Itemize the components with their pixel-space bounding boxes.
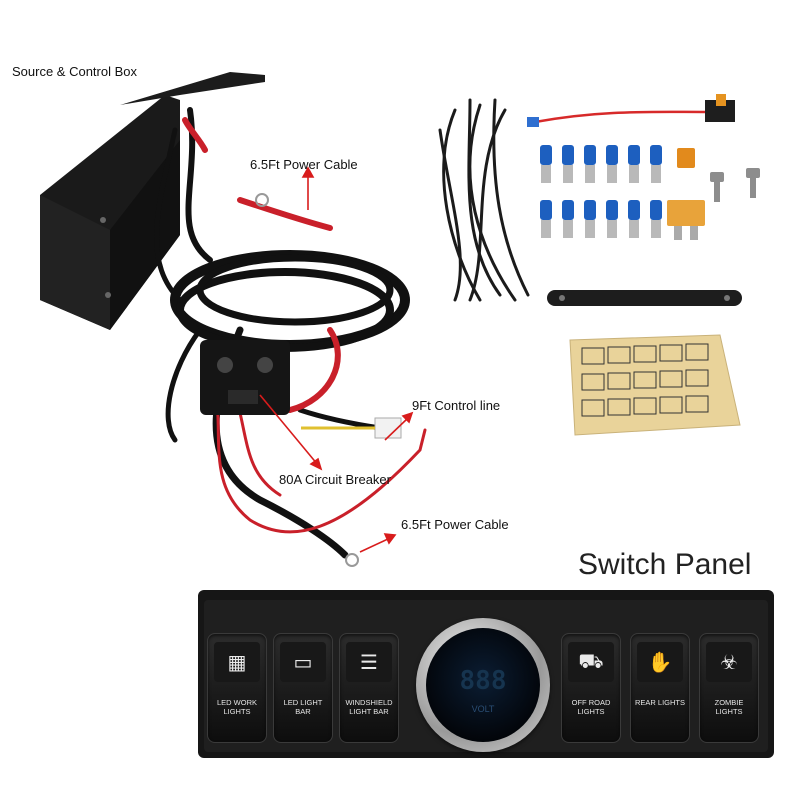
circuit-breaker — [200, 340, 290, 415]
rocker-switch-zombie-lights[interactable]: ☣ ZOMBIE LIGHTS — [699, 633, 759, 743]
control-line-connector — [301, 417, 402, 439]
gauge-face: 888 VOLT — [426, 628, 540, 742]
icon-sticker-sheet — [569, 334, 741, 436]
switch-label: LED WORK LIGHTS — [216, 698, 257, 716]
mounting-bracket — [547, 290, 742, 306]
rocker-switch-off-road-lights[interactable]: ⛟ OFF ROAD LIGHTS — [561, 633, 621, 743]
work-light-icon: ▦ — [227, 650, 247, 674]
wiring-harness — [154, 107, 410, 559]
volt-gauge: 888 VOLT — [416, 618, 550, 752]
biohazard-icon: ☣ — [720, 650, 738, 674]
fuses — [667, 148, 705, 240]
control-line-label: 9Ft Control line — [412, 398, 501, 413]
circuit-breaker-label: 80A Circuit Breaker — [279, 472, 391, 487]
switch-label: LED LIGHT BAR — [283, 698, 323, 716]
rocker-switch-rear-lights[interactable]: ✋ REAR LIGHTS — [630, 633, 690, 743]
zip-ties — [438, 98, 530, 302]
rocker-switch-led-work-lights[interactable]: ▦ LED WORK LIGHTS — [207, 633, 267, 743]
bolts — [710, 168, 760, 202]
source-control-box-label: Source & Control Box — [12, 64, 138, 79]
gauge-unit: VOLT — [471, 704, 495, 714]
switch-label: REAR LIGHTS — [634, 698, 685, 707]
rocker-switch-led-light-bar[interactable]: ▭ LED LIGHT BAR — [273, 633, 333, 743]
switch-label: WINDSHIELD LIGHT BAR — [345, 698, 393, 716]
switch-label: ZOMBIE LIGHTS — [714, 698, 744, 716]
light-bar-icon: ▭ — [293, 650, 313, 674]
callout-arrows — [259, 166, 414, 553]
control-box — [40, 72, 265, 330]
windshield-icon: ☰ — [360, 650, 378, 674]
hand-icon: ✋ — [647, 650, 673, 674]
switch-panel-title: Switch Panel — [578, 548, 752, 581]
switch-label: OFF ROAD LIGHTS — [571, 698, 611, 716]
off-road-icon: ⛟ — [578, 648, 604, 673]
power-cable-top-label: 6.5Ft Power Cable — [250, 157, 358, 172]
rocker-switch-windshield-light-bar[interactable]: ☰ WINDSHIELD LIGHT BAR — [339, 633, 399, 743]
fork-terminals — [540, 145, 662, 238]
fuse-tap — [527, 94, 735, 127]
gauge-digits: 888 — [459, 666, 507, 696]
power-cable-bottom-label: 6.5Ft Power Cable — [401, 517, 509, 532]
